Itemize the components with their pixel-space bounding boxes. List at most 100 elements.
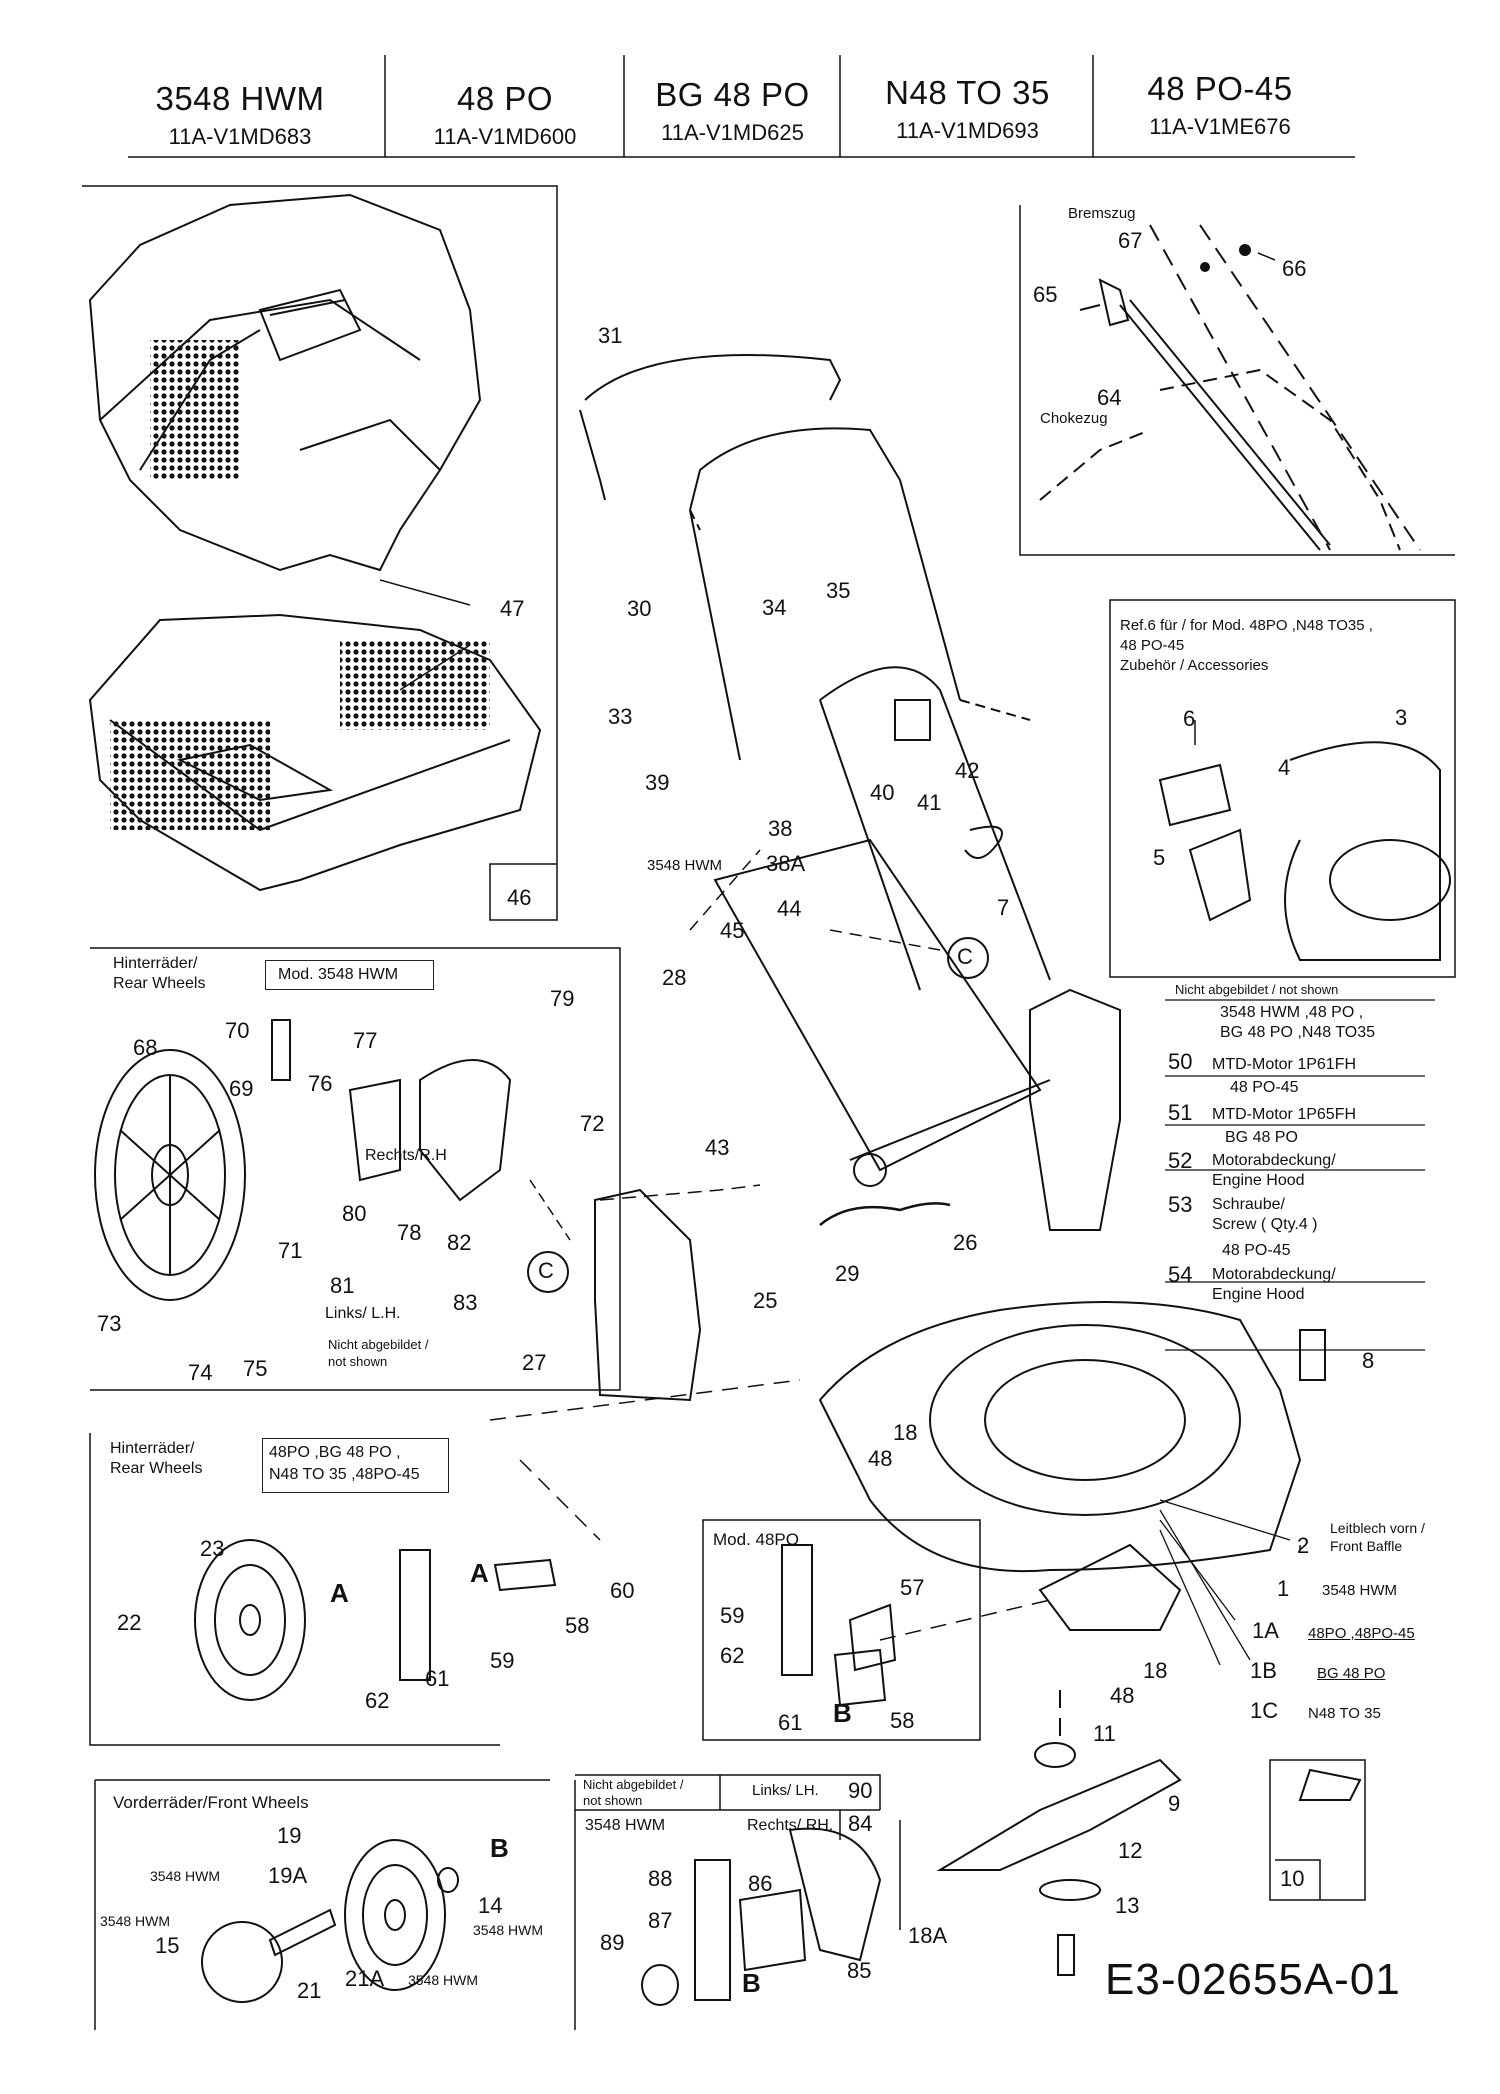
callout-82: 82 bbox=[447, 1230, 472, 1255]
callout-12: 12 bbox=[1118, 1838, 1143, 1863]
callout-61-a: 61 bbox=[425, 1666, 450, 1691]
callout-66: 66 bbox=[1282, 256, 1307, 281]
callout-73: 73 bbox=[97, 1311, 122, 1336]
callout-59-b: 59 bbox=[720, 1603, 745, 1628]
callout-c-marker-2: C bbox=[538, 1258, 554, 1283]
cable-detail bbox=[1039, 224, 1421, 551]
callout-62-b: 62 bbox=[720, 1643, 745, 1668]
callout-3: 3 bbox=[1395, 705, 1408, 730]
callout-48-a: 48 bbox=[868, 1446, 893, 1471]
callout-58-a: 58 bbox=[565, 1613, 590, 1638]
table-num-52: 52 bbox=[1168, 1148, 1193, 1173]
table-num-54: 54 bbox=[1168, 1262, 1193, 1287]
callout-43: 43 bbox=[705, 1135, 730, 1160]
table-desc-53: Schraube/ bbox=[1212, 1196, 1285, 1213]
reference-number: E3-02655A-01 bbox=[1105, 1955, 1401, 2004]
table-num-50: 50 bbox=[1168, 1049, 1193, 1074]
callout-35: 35 bbox=[826, 578, 851, 603]
bottom-model-label: 3548 HWM bbox=[585, 1817, 666, 1834]
model-tag-line2: N48 TO 35 ,48PO-45 bbox=[269, 1466, 420, 1483]
callout-1: 1 bbox=[1277, 1576, 1290, 1601]
table-num-53: 53 bbox=[1168, 1192, 1193, 1217]
handle-assembly bbox=[579, 354, 1051, 991]
callout-18-b: 18 bbox=[1143, 1658, 1168, 1683]
not-shown-de: Nicht abgebildet / bbox=[328, 1337, 429, 1352]
callout-18a: 18A bbox=[908, 1923, 948, 1948]
mower-deck bbox=[818, 1301, 1302, 1631]
model-3548hwm: 3548 HWM 11A-V1MD683 bbox=[125, 80, 355, 150]
label-left-lh: Links/ L.H. bbox=[325, 1305, 401, 1322]
rear-flap bbox=[713, 838, 1051, 1187]
callout-75: 75 bbox=[243, 1356, 268, 1381]
label-14-model: 3548 HWM bbox=[473, 1922, 544, 1938]
bottom-left-label: Links/ LH. bbox=[752, 1782, 819, 1799]
callout-46: 46 bbox=[507, 885, 532, 910]
callout-33: 33 bbox=[608, 704, 633, 729]
callout-90: 90 bbox=[848, 1778, 873, 1803]
front-baffle-en: Front Baffle bbox=[1330, 1538, 1403, 1554]
model-n48to35: N48 TO 35 11A-V1MD693 bbox=[850, 74, 1085, 144]
model-tag-text: Mod. 3548 HWM bbox=[278, 966, 399, 983]
table-models-4: 48 PO-45 bbox=[1222, 1242, 1291, 1259]
callout-59-a: 59 bbox=[490, 1648, 515, 1673]
table-desc-52: Motorabdeckung/ bbox=[1212, 1152, 1336, 1169]
callout-69: 69 bbox=[229, 1076, 254, 1101]
model-number: 11A-V1MD693 bbox=[896, 118, 1039, 143]
callout-57: 57 bbox=[900, 1575, 925, 1600]
grass-bag-basket bbox=[88, 613, 542, 892]
table-models-3: BG 48 PO bbox=[1225, 1129, 1298, 1146]
callout-81: 81 bbox=[330, 1273, 355, 1298]
table-models-2: 48 PO-45 bbox=[1230, 1079, 1299, 1096]
model-name: 48 PO-45 bbox=[1147, 70, 1293, 107]
model-bg48po: BG 48 PO 11A-V1MD625 bbox=[630, 76, 835, 146]
callout-8: 8 bbox=[1362, 1348, 1375, 1373]
callout-47: 47 bbox=[500, 596, 525, 621]
callout-14: 14 bbox=[478, 1893, 503, 1918]
callout-18-a: 18 bbox=[893, 1420, 918, 1445]
callout-68: 68 bbox=[133, 1035, 158, 1060]
model-48po: 48 PO 11A-V1MD600 bbox=[395, 80, 615, 150]
callout-26: 26 bbox=[953, 1230, 978, 1255]
callout-72: 72 bbox=[580, 1111, 605, 1136]
callout-85: 85 bbox=[847, 1958, 872, 1983]
callout-58-b: 58 bbox=[890, 1708, 915, 1733]
callout-b-2: B bbox=[490, 1833, 509, 1863]
model-name: 3548 HWM bbox=[155, 80, 325, 117]
table-num-51: 51 bbox=[1168, 1100, 1193, 1125]
callout-a-1: A bbox=[330, 1578, 349, 1608]
model-number: 11A-V1ME676 bbox=[1149, 114, 1291, 139]
callout-45: 45 bbox=[720, 918, 745, 943]
model-number: 11A-V1MD625 bbox=[661, 120, 804, 145]
variant-1-label: 3548 HWM bbox=[1322, 1582, 1398, 1599]
accessories-line3: Zubehör / Accessories bbox=[1120, 657, 1269, 674]
label-19a-model: 3548 HWM bbox=[150, 1868, 221, 1884]
table-desc-54-en: Engine Hood bbox=[1212, 1286, 1305, 1303]
accessories-detail bbox=[1158, 741, 1451, 961]
callout-41: 41 bbox=[917, 790, 942, 815]
callout-22: 22 bbox=[117, 1610, 142, 1635]
model-name: N48 TO 35 bbox=[885, 74, 1050, 111]
mod48po-title: Mod. 48PO bbox=[713, 1530, 799, 1549]
rear-bracket-right bbox=[1029, 988, 1121, 1231]
callout-4: 4 bbox=[1278, 755, 1291, 780]
callout-77: 77 bbox=[353, 1028, 378, 1053]
callout-61-b: 61 bbox=[778, 1710, 803, 1735]
accessories-line2: 48 PO-45 bbox=[1120, 637, 1185, 654]
model-tag-hwm: Mod. 3548 HWM bbox=[265, 960, 434, 990]
front-wheels-title: Vorderräder/Front Wheels bbox=[113, 1793, 309, 1812]
rear-bracket-left bbox=[594, 1188, 702, 1402]
callout-60: 60 bbox=[610, 1578, 635, 1603]
callout-84: 84 bbox=[848, 1811, 873, 1836]
callout-2: 2 bbox=[1297, 1533, 1310, 1558]
callout-38a: 38A bbox=[766, 851, 806, 876]
callout-10: 10 bbox=[1280, 1866, 1305, 1891]
callout-1a: 1A bbox=[1252, 1618, 1279, 1643]
callout-19: 19 bbox=[277, 1823, 302, 1848]
rear-wheels-title-en: Rear Wheels bbox=[113, 975, 206, 992]
callout-62-a: 62 bbox=[365, 1688, 390, 1713]
brake-cable-label: Bremszug bbox=[1068, 205, 1136, 222]
variant-1b-label: BG 48 PO bbox=[1317, 1665, 1386, 1682]
model-48po45: 48 PO-45 11A-V1ME676 bbox=[1100, 70, 1340, 140]
callout-30: 30 bbox=[627, 596, 652, 621]
